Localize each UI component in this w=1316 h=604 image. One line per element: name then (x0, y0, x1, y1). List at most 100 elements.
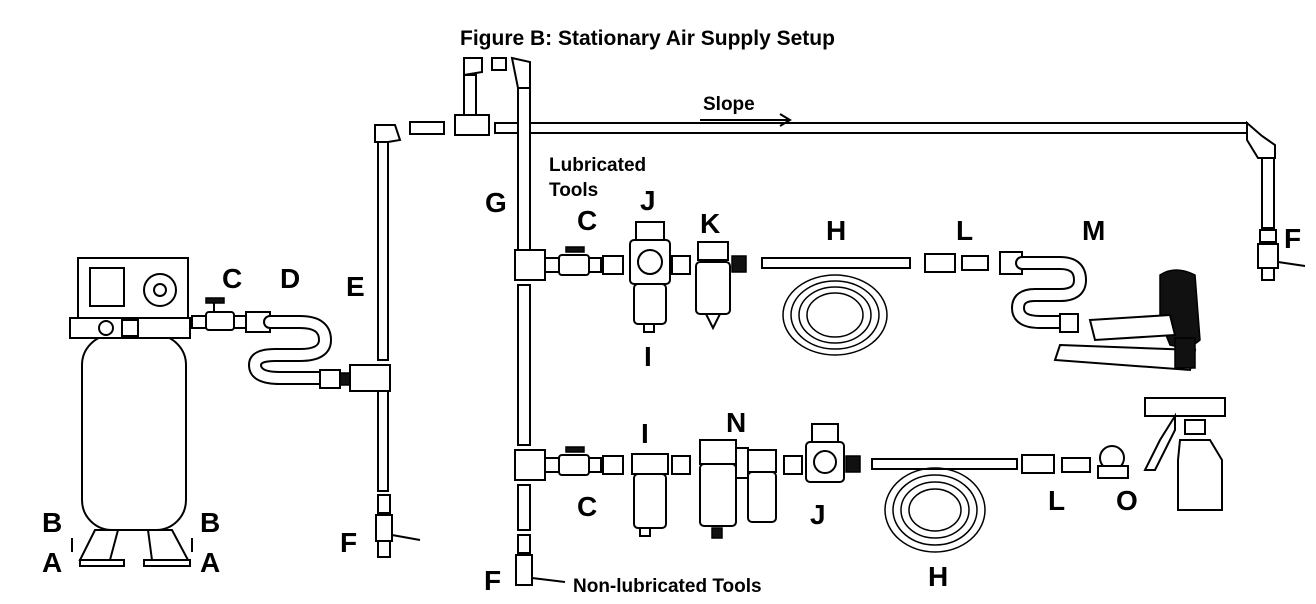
frl-n-right-bowl (747, 471, 777, 523)
regulator-outlet (845, 455, 861, 473)
elbow-far-right (1246, 120, 1276, 159)
ball-valve-c-upper (558, 254, 590, 276)
compressor-foot-left (78, 529, 120, 561)
far-right-nipple (1259, 229, 1277, 243)
callout-i-lower: I (641, 418, 649, 449)
far-right-drain (1257, 243, 1279, 269)
pressure-gauge-icon (98, 320, 114, 336)
frl-n-drain (711, 527, 723, 539)
spray-gun-icon (1143, 397, 1226, 511)
main-supply-line (454, 56, 1306, 281)
hose-h-lower-straight (871, 458, 1018, 470)
tee-g-lower (514, 449, 546, 481)
filter-i-drain (639, 527, 651, 537)
spray-gun-cup (1177, 439, 1223, 511)
whip-end-fitting (1059, 313, 1079, 333)
hose-h-upper-straight (761, 257, 911, 269)
sloped-main-pipe (494, 122, 1248, 134)
riser-g-upper (517, 87, 531, 251)
framing-nailer-icon (1053, 269, 1201, 372)
elbow-e-top (374, 124, 402, 143)
callout-h-lower: H (928, 561, 948, 592)
drain-valve-handle (391, 534, 421, 541)
callout-g: G (485, 187, 507, 218)
compressor-foot-right (146, 529, 190, 561)
callout-c-compressor: C (222, 263, 242, 294)
gauge-o-body (1097, 465, 1129, 479)
lubricator-k-bowl (695, 261, 731, 315)
tee-g-upper (514, 249, 546, 281)
nailer-magazine (1053, 343, 1197, 372)
regulator-j-lower-gauge (813, 450, 837, 474)
pressure-switch (121, 319, 139, 337)
riser-g-lower (517, 484, 531, 531)
upper-valve-handle (565, 246, 585, 253)
callout-k: K (700, 208, 720, 239)
compressor-tank (81, 334, 187, 531)
riser-e-lower (377, 390, 389, 492)
frl-n-right-head (747, 449, 777, 473)
lower-coupler (602, 455, 624, 475)
foot-pad-right (143, 559, 191, 567)
upper-coupler (602, 255, 624, 275)
callout-b-right: B (200, 507, 220, 538)
callout-f-bottom: F (484, 565, 501, 596)
lower-nipple (544, 457, 560, 473)
non-lubricated-label: Non-lubricated Tools (573, 576, 762, 597)
ball-valve-c1 (205, 311, 235, 331)
callout-n: N (726, 407, 746, 438)
far-right-drop (1261, 157, 1275, 229)
riser-pipe-g (514, 87, 566, 586)
nipple-fitting (233, 315, 247, 329)
far-right-drain-handle (1277, 261, 1306, 267)
plug-l-upper (961, 255, 989, 271)
main-tee (454, 114, 490, 136)
outlet-fitting (191, 315, 207, 329)
callout-l-lower: L (1048, 485, 1065, 516)
elbow-g-left (463, 57, 483, 77)
drain-valve-body (375, 514, 393, 542)
callout-o: O (1116, 485, 1138, 516)
lower-valve-handle (565, 446, 585, 453)
air-compressor (69, 257, 193, 567)
elbow-coupler (491, 57, 507, 71)
lubricator-outlet (731, 255, 747, 273)
slope-label: Slope (703, 94, 755, 115)
riser-pipe-e (349, 121, 445, 558)
figure-title: Figure B: Stationary Air Supply Setup (460, 27, 835, 50)
compressor-flywheel-hub (153, 283, 167, 297)
callout-l-upper: L (956, 215, 973, 246)
lubricated-branch (544, 221, 1201, 372)
lubricator-k-cap (697, 241, 729, 261)
callout-h-upper: H (826, 215, 846, 246)
callout-f-left: F (340, 527, 357, 558)
ball-valve-c-lower (558, 454, 590, 476)
compressor-motor (89, 267, 125, 307)
callout-d: D (280, 263, 300, 294)
quick-coupler-l-upper (924, 253, 956, 273)
callout-f-right: F (1284, 223, 1301, 254)
riser-g-mid (517, 284, 531, 446)
compressor-outlet (191, 297, 351, 389)
callout-c-upper: C (577, 205, 597, 236)
callout-e: E (346, 271, 365, 302)
drain-outlet (377, 540, 391, 558)
filter-i-head (631, 453, 669, 475)
tee-fitting-e (349, 364, 391, 392)
callout-i-upper: I (644, 341, 652, 372)
callout-c-lower: C (577, 491, 597, 522)
regulator-j-knob (635, 221, 665, 241)
plug-l-lower (1061, 457, 1091, 473)
filter-i-drain-upper (643, 323, 655, 333)
filter-i-bowl-upper (633, 283, 667, 325)
hose-h-lower-coil (884, 467, 986, 553)
regulator-j-lower-knob (811, 423, 839, 443)
callout-j-upper: J (640, 185, 656, 216)
callout-j-lower: J (810, 499, 826, 530)
hose-nipple (339, 372, 351, 386)
hose-end-fitting (319, 369, 341, 389)
valve-handle (205, 297, 225, 304)
lower-coupler-3 (783, 455, 803, 475)
lower-valve-nipple (588, 457, 602, 473)
